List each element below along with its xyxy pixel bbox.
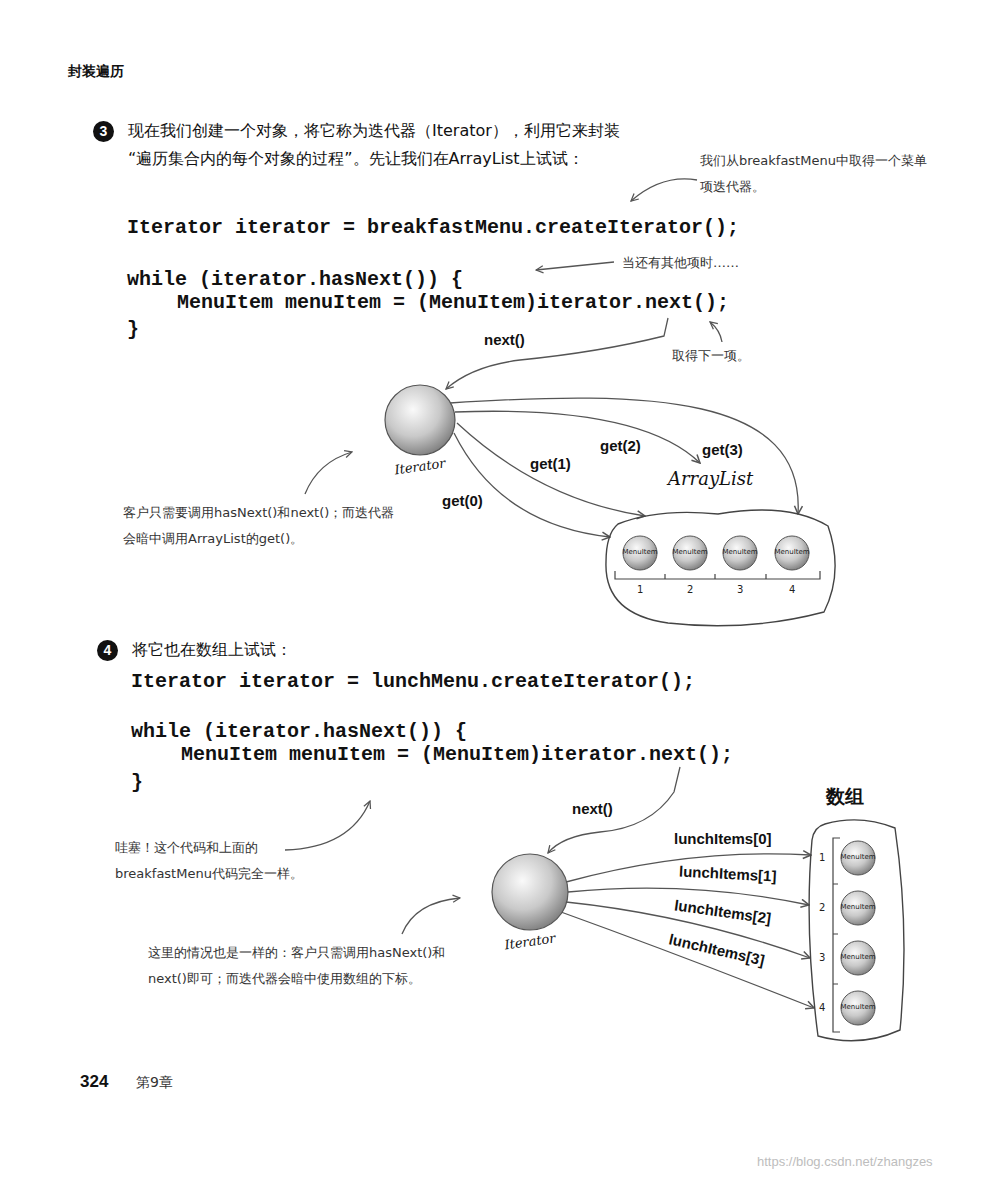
edge-label: get(1) [528, 455, 573, 472]
collection-outline [809, 820, 904, 1041]
iterator-circle: Iterator [382, 383, 461, 482]
edge-label: lunchItems[0] [672, 830, 774, 847]
code-line: } [127, 318, 139, 342]
item-label: MenuItem [621, 548, 659, 556]
next-line [548, 767, 680, 853]
index-number: 4 [789, 584, 795, 596]
annotation: 哇塞！这个代码和上面的breakfastMenu代码完全一样。 [115, 835, 320, 887]
index-bracket [833, 838, 840, 1032]
edge-label: get(0) [440, 492, 485, 509]
call-label: next() [484, 331, 525, 349]
item-label: MenuItem [839, 853, 877, 861]
index-number: 1 [637, 584, 643, 596]
callout-number: 4 [97, 640, 118, 661]
connector-arrow [454, 433, 610, 537]
leader-line [536, 262, 614, 270]
connector-arrow [455, 411, 700, 463]
watermark: https://blog.csdn.net/zhangzes [757, 1154, 933, 1169]
index-number: 2 [687, 584, 693, 596]
shape-label: Iterator [489, 929, 570, 955]
item-label: MenuItem [839, 903, 877, 911]
item-label: MenuItem [773, 548, 811, 556]
annotation: 这里的情况也是一样的：客户只需调用hasNext()和next()即可；而迭代器… [148, 940, 448, 992]
leader-line [402, 898, 460, 934]
item-label: MenuItem [839, 953, 877, 961]
menuitem-circle: MenuItem [839, 839, 879, 877]
iterator-circle: Iterator [490, 852, 573, 957]
edge-label: get(3) [700, 441, 745, 458]
array-blob: 数组MenuItemMenuItemMenuItemMenuItem [800, 780, 910, 1045]
leader-line [631, 179, 697, 201]
menuitem-circle: MenuItem [621, 534, 661, 572]
leader-line [710, 322, 722, 342]
iterator-ball [492, 854, 568, 930]
code-line: Iterator iterator = lunchMenu.createIter… [131, 670, 695, 694]
edge-label: lunchItems[3] [665, 930, 768, 969]
annotation: 客户只需要调用hasNext()和next()；而迭代器会暗中调用ArrayLi… [123, 500, 395, 552]
edge-label: get(2) [598, 437, 643, 454]
leader-line [285, 801, 370, 850]
code-line: while (iterator.hasNext()) { [131, 720, 467, 744]
code-line: Iterator iterator = breakfastMenu.create… [127, 216, 739, 240]
menuitem-circle: MenuItem [839, 889, 879, 927]
code-line: MenuItem menuItem = (MenuItem)iterator.n… [177, 291, 729, 315]
index-number: 4 [819, 1002, 825, 1014]
callout-number: 3 [93, 121, 114, 142]
annotation: 我们从breakfastMenu中取得一个菜单项迭代器。 [700, 148, 932, 200]
shape-label: Iterator [381, 454, 458, 479]
iterator-ball [385, 385, 455, 455]
page-header: 封装遍历 [68, 63, 124, 81]
next-line [446, 318, 668, 389]
leader-line [305, 452, 352, 494]
index-number: 1 [819, 852, 825, 864]
annotation: 取得下一项。 [672, 343, 750, 369]
edge-label: lunchItems[1] [677, 862, 779, 884]
item-label: MenuItem [721, 548, 759, 556]
menuitem-circle: MenuItem [839, 939, 879, 977]
shape-label: 数组 [826, 784, 864, 810]
item-label: MenuItem [839, 1003, 877, 1011]
menuitem-circle: MenuItem [773, 534, 813, 572]
menuitem-circle: MenuItem [721, 534, 761, 572]
code-line: MenuItem menuItem = (MenuItem)iterator.n… [181, 743, 733, 767]
chapter-label: 第9章 [136, 1074, 173, 1092]
item-label: MenuItem [671, 548, 709, 556]
arraylist-blob: ArrayListMenuItem MenuItem MenuItem MenuIte… [598, 462, 840, 627]
connector-arrow [457, 423, 645, 516]
index-number: 2 [819, 902, 825, 914]
connector-arrow [561, 912, 814, 1008]
connector-arrow [450, 398, 798, 514]
bracket-group [615, 571, 840, 1032]
step-text: 将它也在数组上试试： [132, 636, 292, 664]
page-number: 324 [80, 1072, 108, 1092]
call-label: next() [572, 800, 613, 818]
step-text: 现在我们创建一个对象，将它称为迭代器（Iterator），利用它来封装“遍历集合… [128, 117, 623, 173]
menuitem-circle: MenuItem [671, 534, 711, 572]
index-number: 3 [737, 584, 743, 596]
collection-outline [606, 510, 835, 626]
index-number: 3 [819, 952, 825, 964]
menuitem-circle: MenuItem [839, 989, 879, 1027]
index-bracket [615, 571, 820, 579]
annotation: 当还有其他项时…… [622, 250, 739, 276]
shape-label: ArrayList [668, 468, 753, 489]
code-line: while (iterator.hasNext()) { [127, 268, 463, 292]
code-line: } [131, 771, 143, 795]
